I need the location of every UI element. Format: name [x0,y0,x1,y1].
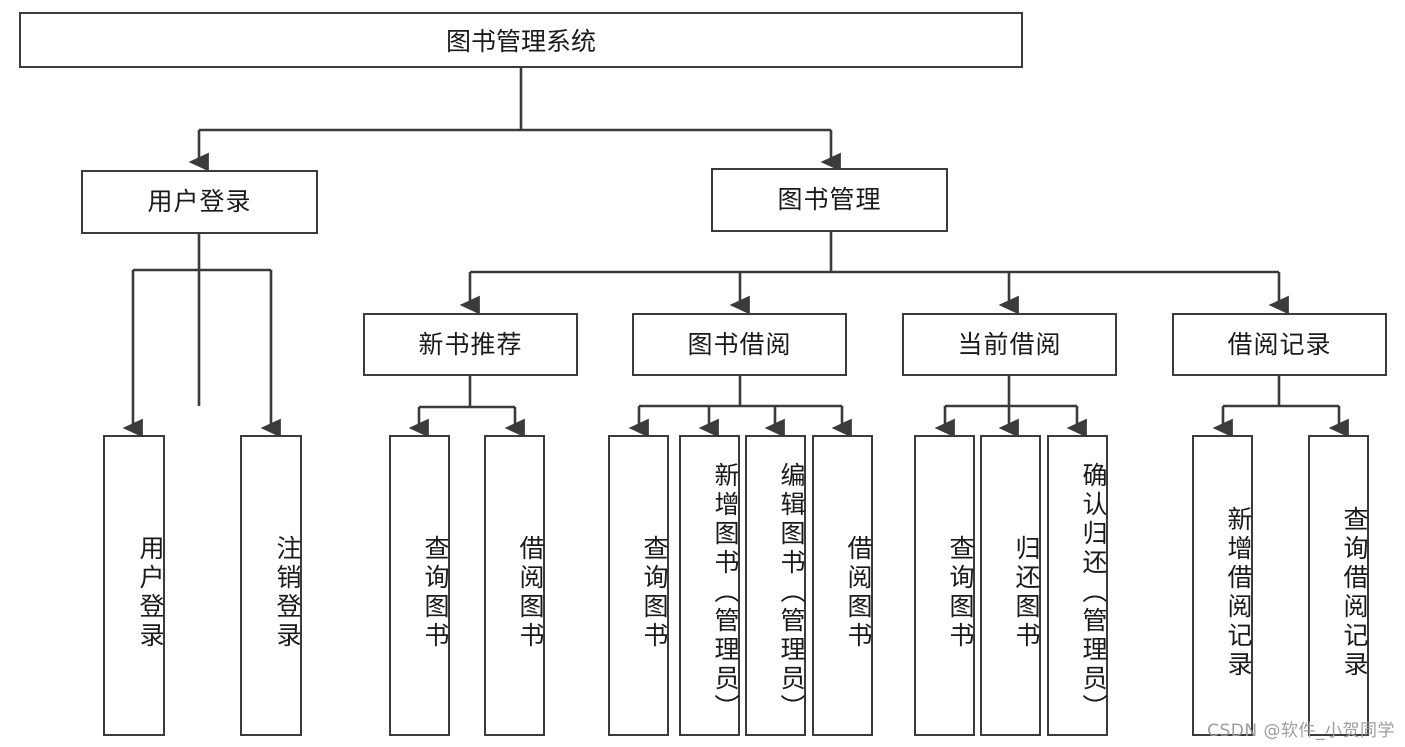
leaf-borrow-book-2[interactable]: 借阅图书 [812,435,873,736]
node-book-borrow[interactable]: 图书借阅 [632,313,847,376]
node-label: 借阅记录 [1227,329,1332,359]
node-label: 查询图书 [640,534,669,651]
node-label: 确认归还（管理员） [1079,462,1108,723]
leaf-add-book-admin[interactable]: 新增图书（管理员） [679,435,740,736]
node-label: 用户登录 [147,187,252,216]
csdn-watermark: CSDN @软件_小贺同学 [1207,721,1395,741]
node-label: 编辑图书（管理员） [777,462,806,723]
node-label: 借阅图书 [844,534,873,651]
node-label: 当前借阅 [957,329,1062,359]
leaf-query-borrow-record[interactable]: 查询借阅记录 [1308,435,1369,736]
node-label: 新书推荐 [418,329,523,359]
leaf-logout-login[interactable]: 注销登录 [240,435,302,736]
leaf-borrow-book-1[interactable]: 借阅图书 [484,435,545,736]
node-new-book-rec[interactable]: 新书推荐 [363,313,578,376]
node-book-management-system[interactable]: 图书管理系统 [19,12,1023,68]
node-label: 用户登录 [136,534,165,651]
leaf-query-book-2[interactable]: 查询图书 [608,435,669,736]
node-current-borrow[interactable]: 当前借阅 [902,313,1117,376]
node-label: 图书管理 [777,185,882,214]
leaf-confirm-return-admin[interactable]: 确认归还（管理员） [1047,435,1108,736]
node-user-login[interactable]: 用户登录 [81,170,318,234]
leaf-user-login[interactable]: 用户登录 [103,435,165,736]
node-book-manage[interactable]: 图书管理 [711,168,948,232]
node-label: 新增图书（管理员） [711,462,740,723]
node-label: 查询图书 [946,534,975,651]
leaf-query-book-3[interactable]: 查询图书 [914,435,975,736]
leaf-add-borrow-record[interactable]: 新增借阅记录 [1192,435,1253,736]
node-label: 图书管理系统 [445,27,596,56]
node-borrow-record[interactable]: 借阅记录 [1172,313,1387,376]
leaf-return-book[interactable]: 归还图书 [980,435,1041,736]
leaf-query-book-1[interactable]: 查询图书 [389,435,450,736]
node-label: 查询借阅记录 [1340,505,1369,680]
node-label: 借阅图书 [516,534,545,651]
node-label: 新增借阅记录 [1224,505,1253,680]
node-label: 查询图书 [421,534,450,651]
node-label: 图书借阅 [687,329,792,359]
node-label: 归还图书 [1012,534,1041,651]
leaf-edit-book-admin[interactable]: 编辑图书（管理员） [745,435,806,736]
node-label: 注销登录 [273,534,302,651]
